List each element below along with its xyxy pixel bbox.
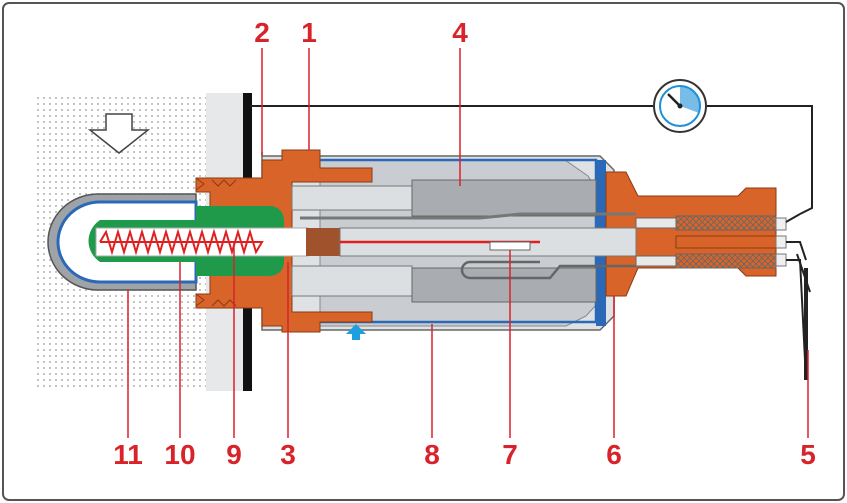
spring-contact <box>460 260 636 280</box>
contact-block <box>306 228 340 256</box>
callout-lines <box>127 48 809 438</box>
arrow-up-icon <box>346 324 366 340</box>
callout-7: 7 <box>502 439 518 470</box>
lower-tube <box>411 267 597 303</box>
heater-contact-plate <box>489 241 531 251</box>
lower-sleeve <box>291 265 413 297</box>
heater-coil <box>99 228 264 256</box>
callout-4: 4 <box>452 17 468 48</box>
callout-10: 10 <box>164 439 195 470</box>
callout-6: 6 <box>606 439 622 470</box>
callout-2: 2 <box>254 17 270 48</box>
callout-3: 3 <box>280 439 296 470</box>
upper-contact-wire <box>300 212 636 220</box>
callout-11: 11 <box>113 439 143 470</box>
cable-3 <box>675 253 777 269</box>
callout-8: 8 <box>424 439 440 470</box>
signal-wire-loop <box>250 105 813 215</box>
cable-2 <box>675 235 777 249</box>
callout-5: 5 <box>800 439 816 470</box>
gauge-icon <box>653 79 707 133</box>
upper-tube <box>411 179 597 217</box>
callout-1: 1 <box>301 17 317 48</box>
cable-1 <box>675 215 777 231</box>
arrow-down-icon <box>87 113 151 154</box>
callout-9: 9 <box>226 439 242 470</box>
upper-sleeve <box>291 185 413 211</box>
